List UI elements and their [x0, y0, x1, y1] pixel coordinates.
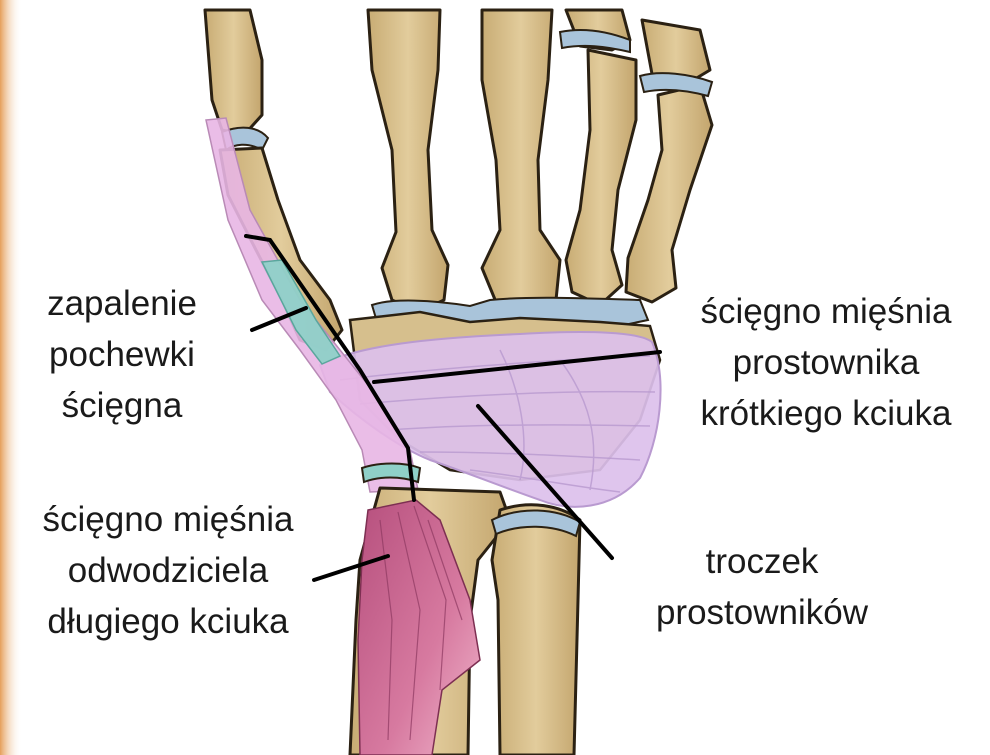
thumb-distal-phalanx — [205, 10, 262, 135]
label-tenosynovitis: zapalenie pochewki ścięgna — [28, 278, 216, 431]
label-retinaculum: troczek prostowników — [628, 536, 896, 638]
middle-metacarpal — [482, 10, 560, 310]
label-epb-tendon: ścięgno mięśnia prostownika krótkiego kc… — [668, 286, 984, 439]
index-metacarpal — [368, 10, 448, 312]
label-apl-tendon: ścięgno mięśnia odwodziciela długiego kc… — [8, 494, 328, 647]
label-epb-tendon-line-3: krótkiego kciuka — [668, 388, 984, 439]
label-tenosynovitis-line-1: zapalenie — [28, 278, 216, 329]
ulna — [492, 505, 580, 755]
label-tenosynovitis-line-2: pochewki — [28, 329, 216, 380]
label-tenosynovitis-line-3: ścięgna — [28, 380, 216, 431]
label-apl-tendon-line-2: odwodziciela — [8, 545, 328, 596]
label-apl-tendon-line-3: długiego kciuka — [8, 596, 328, 647]
label-epb-tendon-line-1: ścięgno mięśnia — [668, 286, 984, 337]
ring-metacarpal — [566, 50, 636, 305]
label-retinaculum-line-1: troczek — [628, 536, 896, 587]
label-apl-tendon-line-1: ścięgno mięśnia — [8, 494, 328, 545]
label-epb-tendon-line-2: prostownika — [668, 337, 984, 388]
little-metacarpal — [626, 85, 712, 302]
label-retinaculum-line-2: prostowników — [628, 587, 896, 638]
